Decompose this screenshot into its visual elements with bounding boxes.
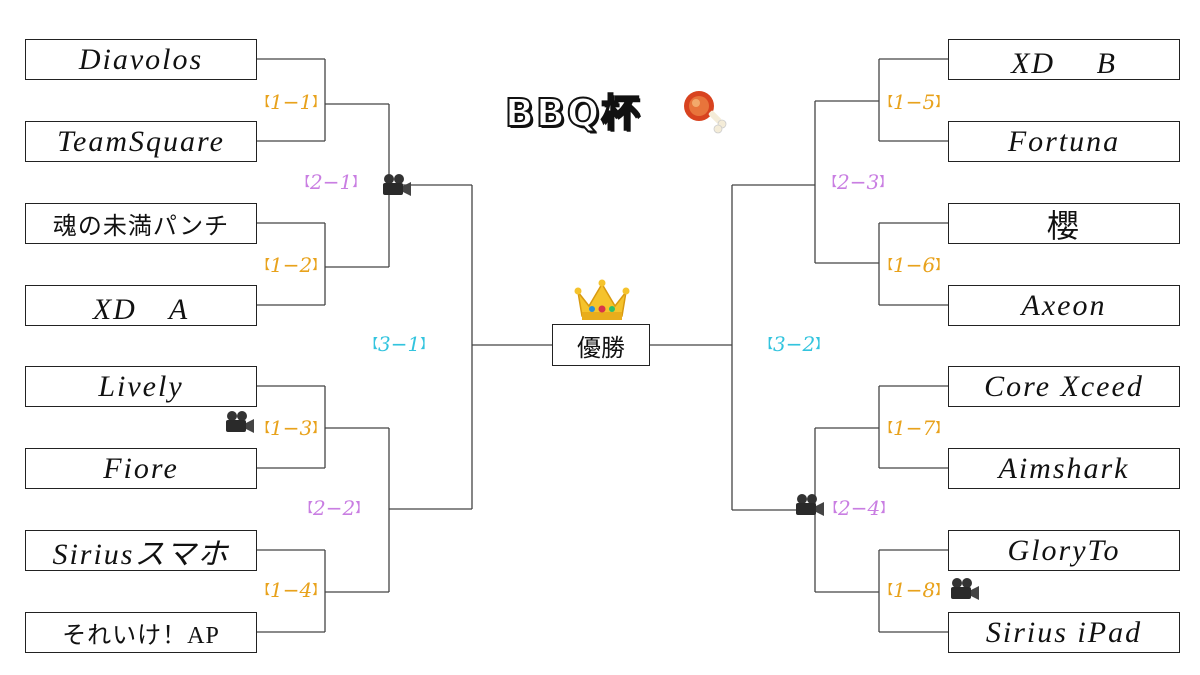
team-slot: Fortuna: [948, 121, 1180, 162]
team-slot: Aimshark: [948, 448, 1180, 489]
crown-icon: [574, 279, 630, 320]
match-score: 【2−4】: [825, 496, 894, 520]
team-slot: Lively: [25, 366, 257, 407]
team-slot: それいけ！AP: [25, 612, 257, 653]
team-slot: 櫻: [948, 203, 1180, 244]
meat-on-bone-icon: [684, 91, 727, 134]
match-score: 【1−3】: [257, 416, 326, 440]
match-score: 【1−1】: [257, 90, 326, 114]
team-slot: Sirius iPad: [948, 612, 1180, 653]
team-slot: Fiore: [25, 448, 257, 489]
team-slot: Siriusスマホ: [25, 530, 257, 571]
movie-camera-icon: [951, 578, 979, 600]
team-slot: Diavolos: [25, 39, 257, 80]
team-slot: 魂の未満パンチ: [25, 203, 257, 244]
team-slot: Axeon: [948, 285, 1180, 326]
match-score: 【1−8】: [880, 578, 949, 602]
movie-camera-icon: [796, 494, 824, 516]
movie-camera-icon: [383, 174, 411, 196]
match-score: 【3−1】: [365, 332, 434, 356]
team-slot: XD A: [25, 285, 257, 326]
team-slot: XD B: [948, 39, 1180, 80]
team-slot: Core Xceed: [948, 366, 1180, 407]
tournament-title: BBQ杯: [504, 90, 642, 136]
match-score: 【2−1】: [297, 170, 366, 194]
match-score: 【2−2】: [300, 496, 369, 520]
match-score: 【1−2】: [257, 253, 326, 277]
match-score: 【1−6】: [880, 253, 949, 277]
movie-camera-icon: [226, 411, 254, 433]
team-slot: TeamSquare: [25, 121, 257, 162]
match-score: 【3−2】: [760, 332, 829, 356]
team-slot: GloryTo: [948, 530, 1180, 571]
match-score: 【2−3】: [824, 170, 893, 194]
champion-box: 優勝: [552, 324, 650, 366]
match-score: 【1−5】: [880, 90, 949, 114]
match-score: 【1−7】: [880, 416, 949, 440]
match-score: 【1−4】: [257, 578, 326, 602]
